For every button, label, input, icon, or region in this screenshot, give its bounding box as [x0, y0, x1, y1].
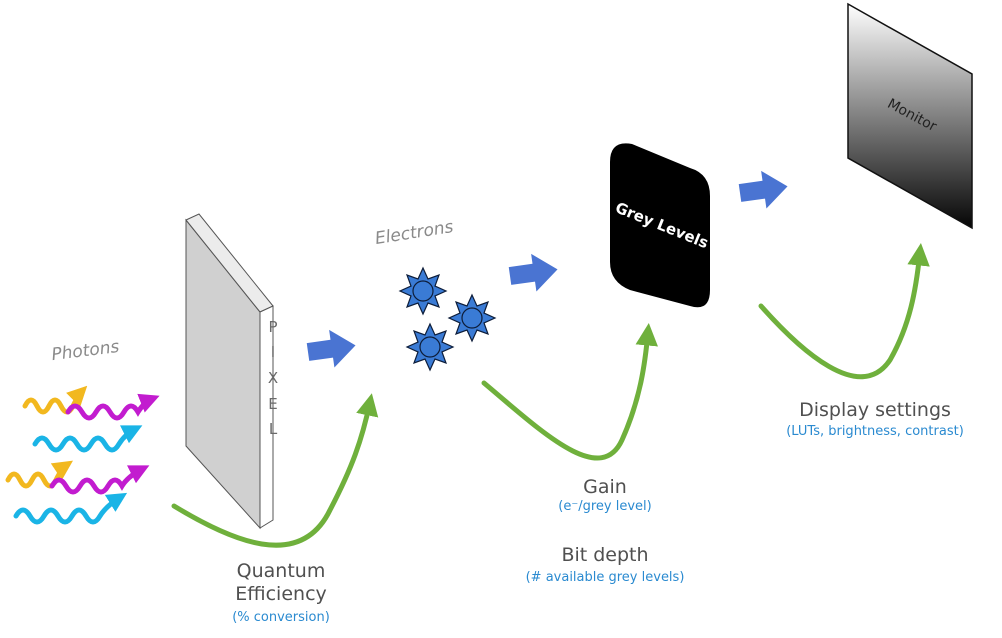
display-settings-label: Display settings [799, 399, 951, 421]
pixel-letters: P I X E L [268, 318, 278, 438]
photons-label: Photons [50, 337, 120, 365]
flow-arrows [306, 170, 788, 368]
curve-arrow-display-settings [758, 243, 930, 380]
pixel-letter: E [268, 395, 277, 413]
bit-depth-label: Bit depth [561, 544, 649, 566]
display-settings-sub-label: (LUTs, brightness, contrast) [786, 424, 964, 439]
photon-magenta-2 [49, 465, 150, 495]
quantum-efficiency-label: Quantum Efficiency [226, 560, 336, 606]
photon-cyan-2 [13, 492, 128, 525]
photon-cyan-1 [32, 425, 143, 453]
pixel-letter: X [268, 369, 278, 387]
electron-2 [447, 293, 497, 343]
green-curve-arrows [171, 243, 930, 548]
flow-arrow-2 [508, 253, 558, 292]
electron-3 [405, 322, 455, 372]
flow-arrow-3 [738, 170, 788, 209]
gain-label: Gain [583, 476, 627, 498]
monitor-screen [847, 2, 973, 230]
pixel-letter: L [269, 420, 278, 438]
curve-arrow-gain [481, 323, 658, 461]
curve-arrow-quantum-efficiency [171, 393, 379, 548]
pixel-letter: P [268, 318, 277, 336]
quantum-efficiency-line-1: Quantum [236, 560, 326, 582]
pixel-slab [185, 213, 274, 530]
grey-levels-box [610, 143, 710, 308]
photon-magenta-1 [65, 393, 160, 421]
bit-depth-sub-label: (# available grey levels) [525, 570, 685, 585]
photon-waves [5, 385, 160, 525]
electrons-label: Electrons [374, 217, 455, 249]
photon-yellow-1 [22, 385, 88, 415]
pixel-letter: I [271, 343, 275, 361]
flow-arrow-1 [306, 329, 356, 368]
pixel-side-face [259, 305, 274, 529]
gain-sub-label: (e⁻/grey level) [558, 499, 652, 514]
electrons [398, 266, 497, 372]
quantum-efficiency-line-2: Efficiency [235, 583, 327, 605]
quantum-efficiency-sub-label: (% conversion) [232, 610, 330, 625]
photon-yellow-2 [5, 460, 73, 489]
electron-1 [398, 266, 448, 316]
